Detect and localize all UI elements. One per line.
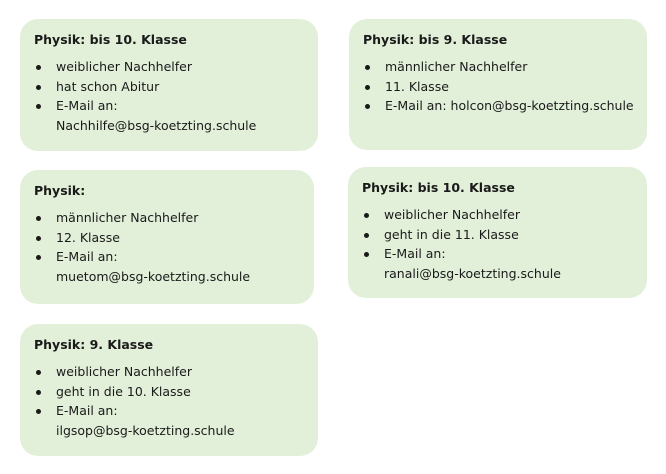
tutor-card-physics-up-to-9-male: Physik: bis 9. Klasse männlicher Nachhel…: [349, 19, 647, 150]
bullet-icon: [36, 255, 41, 260]
tutor-details-list: weiblicher Nachhelfer hat schon Abitur E…: [34, 57, 304, 135]
list-item: E-Mail an:ilgsop@bsg-koetzting.schule: [34, 401, 304, 440]
tutor-card-physics-male-12th: Physik: männlicher Nachhelfer 12. Klasse…: [20, 170, 314, 304]
card-title: Physik: 9. Klasse: [34, 337, 154, 352]
bullet-icon: [365, 65, 370, 70]
bullet-icon: [364, 252, 369, 257]
list-item: weiblicher Nachhelfer: [34, 362, 304, 382]
bullet-icon: [36, 409, 41, 414]
tutor-details-list: männlicher Nachhelfer 12. Klasse E-Mail …: [34, 208, 300, 286]
list-item: E-Mail an:Nachhilfe@bsg-koetzting.schule: [34, 96, 304, 135]
email-address[interactable]: muetom@bsg-koetzting.schule: [56, 268, 251, 284]
bullet-icon: [36, 216, 41, 221]
list-item: männlicher Nachhelfer: [363, 57, 633, 77]
card-title: Physik: bis 10. Klasse: [34, 32, 187, 47]
list-item: 11. Klasse: [363, 77, 633, 97]
email-address[interactable]: Nachhilfe@bsg-koetzting.schule: [56, 117, 257, 133]
bullet-icon: [36, 65, 41, 70]
card-title: Physik:: [34, 183, 86, 198]
email-address[interactable]: E-Mail an: holcon@bsg-koetzting.schule: [385, 98, 634, 113]
list-item: 12. Klasse: [34, 228, 300, 248]
list-item: geht in die 11. Klasse: [362, 225, 633, 245]
email-address[interactable]: ilgsop@bsg-koetzting.schule: [56, 422, 235, 438]
list-item: hat schon Abitur: [34, 77, 304, 97]
bullet-icon: [364, 232, 369, 238]
bullet-icon: [36, 389, 41, 395]
bullet-icon: [36, 370, 41, 375]
bullet-icon: [365, 104, 370, 109]
list-item: männlicher Nachhelfer: [34, 208, 300, 228]
tutor-card-physics-up-to-10-female-11th: Physik: bis 10. Klasse weiblicher Nachhe…: [348, 167, 647, 298]
list-item: E-Mail an:muetom@bsg-koetzting.schule: [34, 247, 300, 286]
email-address[interactable]: ranali@bsg-koetzting.schule: [384, 265, 561, 281]
tutor-details-list: männlicher Nachhelfer 11. Klasse E-Mail …: [363, 57, 634, 116]
bullet-icon: [365, 84, 370, 90]
card-title: Physik: bis 10. Klasse: [362, 180, 515, 195]
bullet-icon: [36, 84, 41, 90]
tutor-card-physics-9-female: Physik: 9. Klasse weiblicher Nachhelfer …: [20, 324, 318, 456]
bullet-icon: [36, 104, 41, 109]
list-item: E-Mail an:ranali@bsg-koetzting.schule: [362, 244, 633, 283]
list-item: weiblicher Nachhelfer: [362, 205, 633, 225]
list-item: E-Mail an: holcon@bsg-koetzting.schule: [363, 96, 634, 116]
tutor-details-list: weiblicher Nachhelfer geht in die 10. Kl…: [34, 362, 304, 440]
list-item: weiblicher Nachhelfer: [34, 57, 304, 77]
bullet-icon: [364, 213, 369, 218]
tutor-card-physics-up-to-10-female: Physik: bis 10. Klasse weiblicher Nachhe…: [20, 19, 318, 151]
card-title: Physik: bis 9. Klasse: [363, 32, 508, 47]
tutor-details-list: weiblicher Nachhelfer geht in die 11. Kl…: [362, 205, 633, 283]
list-item: geht in die 10. Klasse: [34, 382, 304, 402]
bullet-icon: [36, 235, 41, 241]
